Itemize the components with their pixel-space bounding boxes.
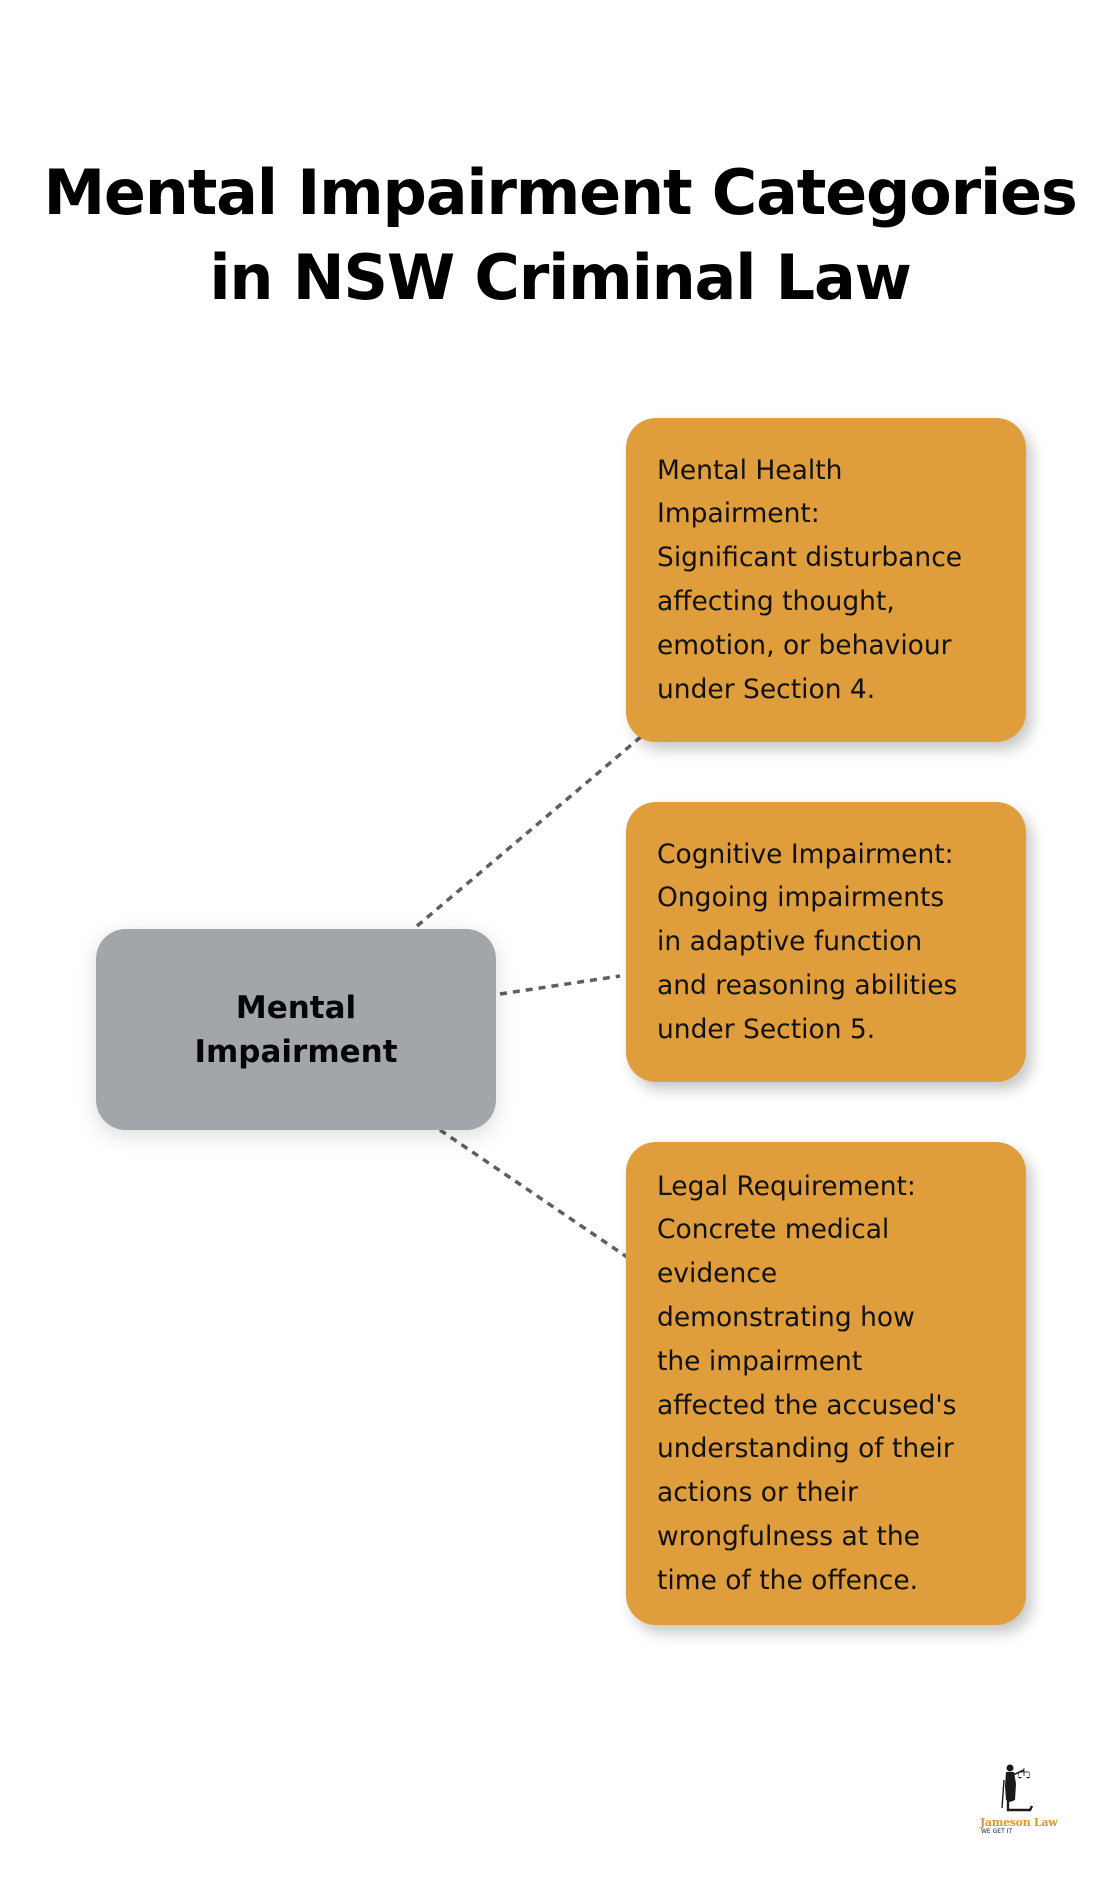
jameson-law-logo: Jameson Law WE GET IT xyxy=(978,1762,1058,1842)
node-text-line: actions or their xyxy=(657,1477,859,1509)
node-text-line: Concrete medical xyxy=(657,1214,890,1246)
node-text-line: Legal Requirement: xyxy=(657,1170,916,1202)
node-text-line: in adaptive function xyxy=(657,926,923,958)
node-text-line: and reasoning abilities xyxy=(657,969,958,1001)
center-node-line: Impairment xyxy=(194,1033,398,1070)
center-node-mental-impairment: Mental Impairment xyxy=(96,929,496,1130)
node-text-line: under Section 5. xyxy=(657,1013,876,1045)
node-text-line: affecting thought, xyxy=(657,586,895,617)
category-node-cognitive-impairment: Cognitive Impairment: Ongoing impairment… xyxy=(626,802,1026,1082)
title-line-2: in NSW Criminal Law xyxy=(209,240,912,314)
title-line-1: Mental Impairment Categories xyxy=(43,155,1077,229)
logo-tagline: WE GET IT xyxy=(981,1828,1013,1835)
node-text-line: Cognitive Impairment: xyxy=(657,838,954,870)
node-text-line: the impairment xyxy=(657,1345,863,1377)
node-text-line: wrongfulness at the xyxy=(657,1520,920,1552)
node-text-line: time of the offence. xyxy=(657,1564,919,1596)
lady-justice-icon xyxy=(1001,1764,1034,1812)
center-node-line: Mental xyxy=(235,989,357,1026)
category-node-mental-health-impairment: Mental Health Impairment: Significant di… xyxy=(626,418,1026,742)
category-node-legal-requirement: Legal Requirement: Concrete medical evid… xyxy=(626,1142,1026,1625)
node-text-line: understanding of their xyxy=(657,1433,954,1465)
page-title: Mental Impairment Categories in NSW Crim… xyxy=(0,150,1120,320)
node-text-line: affected the accused's xyxy=(657,1389,957,1421)
node-text-line: Significant disturbance xyxy=(657,542,963,574)
node-text-line: evidence xyxy=(657,1258,778,1290)
node-text-line: under Section 4. xyxy=(657,673,876,705)
connector-center-to-cognitive xyxy=(499,974,621,996)
node-text-line: Mental Health xyxy=(657,454,843,486)
node-text-line: Ongoing impairments xyxy=(657,882,945,914)
logo-brand-name: Jameson Law xyxy=(980,1816,1058,1829)
node-text-line: demonstrating how xyxy=(657,1301,915,1333)
connector-center-to-legal-requirement xyxy=(439,1128,628,1259)
node-text-line: emotion, or behaviour xyxy=(657,629,952,661)
node-text-line: Impairment: xyxy=(657,498,820,530)
connector-center-to-mental-health xyxy=(415,733,645,928)
